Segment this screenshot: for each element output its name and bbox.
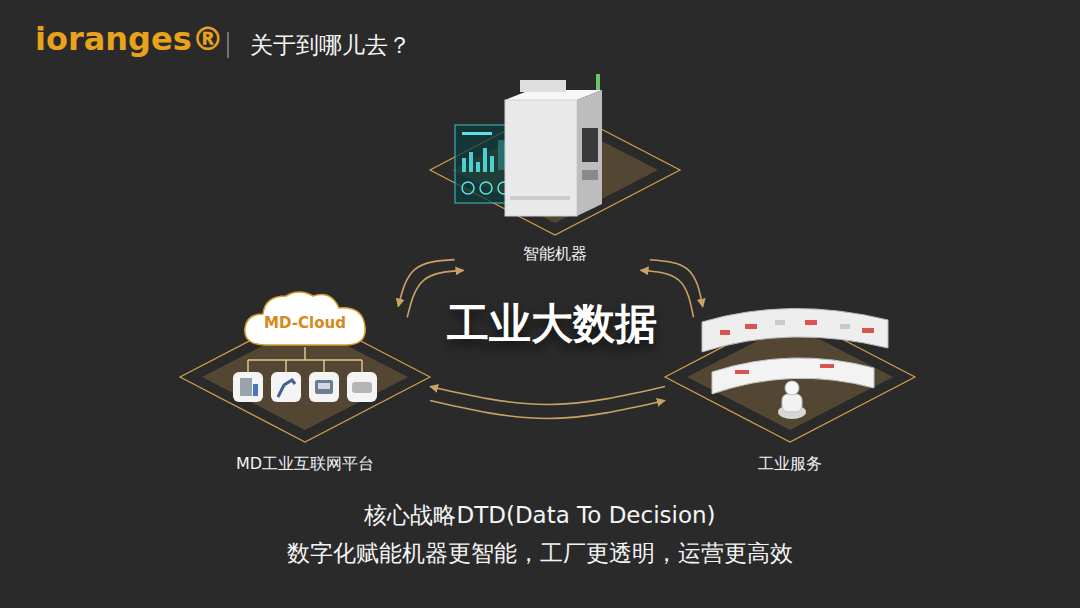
platform-surface: [202, 324, 408, 430]
cloud-outline: [245, 292, 365, 345]
control-room: [702, 308, 888, 419]
smart-machine: [582, 170, 598, 180]
smart-machine: [480, 182, 492, 194]
device-icons: [347, 372, 377, 402]
platform-diamond: [430, 105, 680, 235]
tagline: 数字化赋能机器更智能，工厂更透明，运营更高效: [287, 538, 793, 569]
smart-machine: [596, 74, 600, 90]
smart-machine: [462, 182, 474, 194]
device-icons: [233, 372, 263, 402]
control-room: [785, 381, 799, 395]
platform-node: 工业服务: [665, 312, 915, 475]
control-room: [805, 320, 817, 325]
smart-machine: [520, 80, 566, 92]
smart-machine: [483, 148, 487, 172]
cloud-node: MD-Cloud: [240, 287, 370, 347]
platform-frame: [430, 105, 680, 235]
smart-machine: [490, 156, 494, 172]
control-room: [745, 324, 757, 329]
smart-machine: [498, 182, 510, 194]
smart-machine: [582, 128, 598, 162]
device-icons: [233, 347, 377, 402]
smart-machine: [469, 152, 473, 172]
header-separator: [228, 32, 229, 58]
device-icons: [315, 380, 333, 394]
device-icons: [248, 347, 362, 372]
control-room: [820, 364, 834, 368]
control-room: [702, 308, 888, 352]
platform-label: MD工业互联网平台: [236, 453, 374, 475]
platform-frame: [665, 312, 915, 442]
smart-machine: [462, 132, 492, 135]
platform-diamond: [665, 312, 915, 442]
device-icons: [318, 383, 330, 389]
device-icons: [271, 372, 301, 402]
smart-machine: [577, 90, 602, 216]
device-icons: [352, 382, 372, 393]
caption: 核心战略DTD(Data To Decision): [364, 500, 715, 531]
smart-machine: [505, 90, 602, 100]
device-icons: [309, 372, 339, 402]
control-room: [778, 405, 806, 419]
smart-machine: [498, 140, 520, 170]
smart-machine: [476, 162, 480, 172]
control-room: [712, 358, 874, 394]
flow-arrow: [650, 260, 703, 307]
control-room: [720, 330, 730, 335]
platform-surface: [687, 324, 893, 430]
device-icons: [240, 378, 252, 396]
cloud-label: MD-Cloud: [264, 313, 346, 333]
platform-surface: [452, 117, 658, 223]
smart-machine: [462, 158, 466, 172]
smart-machine: [455, 74, 602, 216]
control-room: [862, 328, 874, 333]
control-room: [840, 324, 850, 329]
flow-arrow: [398, 260, 454, 307]
control-room: [735, 370, 749, 374]
flow-arrow: [430, 387, 665, 405]
smart-machine: [505, 100, 577, 216]
smart-machine: [455, 125, 527, 203]
control-room: [782, 394, 802, 412]
device-icons: [278, 380, 295, 397]
header-separator: [227, 32, 229, 58]
smart-machine: [510, 196, 570, 200]
flow-arrow: [430, 401, 665, 419]
platform-node: 智能机器: [430, 105, 680, 265]
page-title: 关于到哪儿去？: [250, 30, 411, 61]
platform-frame: [180, 312, 430, 442]
control-room: [775, 320, 785, 325]
logo-text: ioranges®: [35, 20, 224, 58]
platform-label: 智能机器: [523, 243, 587, 265]
platform-label: 工业服务: [758, 453, 822, 475]
center-heading: 工业大数据: [447, 296, 657, 352]
platform-node: MD工业互联网平台 MD-Cloud: [180, 312, 430, 475]
device-icons: [253, 384, 258, 396]
